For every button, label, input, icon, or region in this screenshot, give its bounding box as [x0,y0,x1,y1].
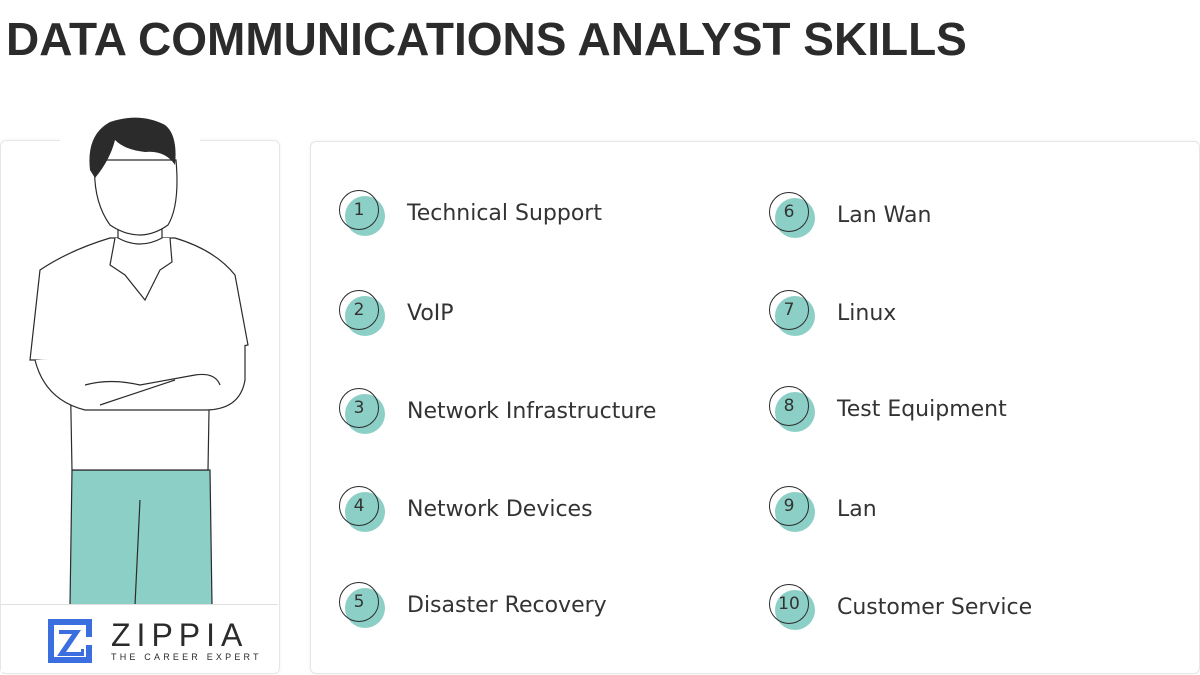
skill-label: Disaster Recovery [407,592,607,618]
page-title: DATA COMMUNICATIONS ANALYST SKILLS [6,13,967,65]
skill-item-6: 6 Lan Wan [769,190,931,240]
number-badge: 9 [769,486,815,532]
brand-footer: ZIPPIA THE CAREER EXPERT [1,604,278,672]
skill-item-9: 9 Lan [769,484,877,534]
number-badge: 3 [339,388,385,434]
skill-label: VoIP [407,300,454,326]
skill-label: Lan [837,496,877,522]
skill-label: Lan Wan [837,202,932,228]
number-badge: 7 [769,290,815,336]
skill-item-8: 8 Test Equipment [769,384,1007,434]
skill-item-4: 4 Network Devices [339,484,593,534]
number-badge: 8 [769,386,815,432]
skill-label: Test Equipment [837,396,1007,422]
skill-label: Network Devices [407,496,593,522]
skill-item-3: 3 Network Infrastructure [339,386,656,436]
skill-item-5: 5 Disaster Recovery [339,580,607,630]
skill-item-2: 2 VoIP [339,288,454,338]
number-badge: 5 [339,582,385,628]
skill-item-1: 1 Technical Support [339,188,602,238]
skill-label: Network Infrastructure [407,398,657,424]
brand-tagline: THE CAREER EXPERT [111,652,262,662]
number-badge: 4 [339,486,385,532]
skill-item-7: 7 Linux [769,288,896,338]
brand-name: ZIPPIA [111,617,249,653]
skill-label: Linux [837,300,897,326]
skill-label: Technical Support [407,200,602,226]
number-badge: 10 [769,584,815,630]
skill-label: Customer Service [837,594,1033,620]
skills-card: 1 Technical Support 2 VoIP 3 Network Inf… [310,141,1200,674]
number-badge: 2 [339,290,385,336]
person-illustration [29,117,249,605]
skill-item-10: 10 Customer Service [769,582,1032,632]
number-badge: 6 [769,192,815,238]
zippia-z-logo-icon [48,619,92,663]
number-badge: 1 [339,190,385,236]
